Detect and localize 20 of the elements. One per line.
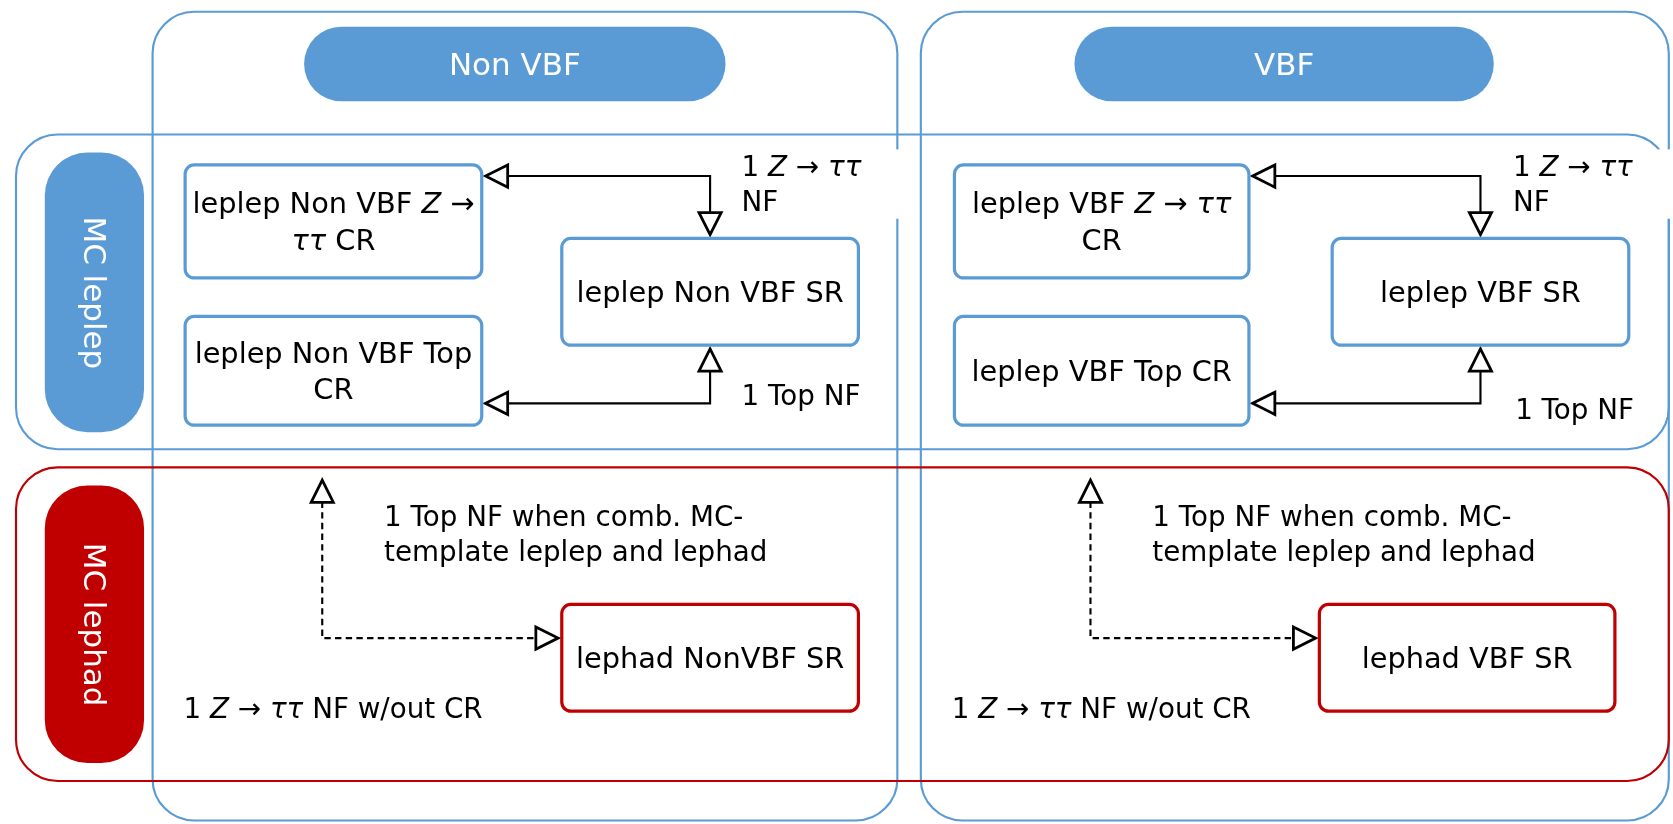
region-box: leplep VBF SR xyxy=(1330,236,1631,347)
region-box: leplep Non VBF SR xyxy=(560,236,860,347)
region-box: lephad NonVBF SR xyxy=(560,602,860,713)
region-box: lephad VBF SR xyxy=(1317,602,1617,713)
region-box: leplep Non VBF Z → ττ CR xyxy=(183,163,484,280)
edge-label: 1 Z → ττ NF xyxy=(1513,149,1673,219)
arrow xyxy=(484,347,723,416)
category-pill: VBF xyxy=(1074,26,1494,102)
edge-label: 1 Z → ττ NF xyxy=(741,149,902,219)
arrow xyxy=(1078,478,1317,651)
arrow xyxy=(1251,347,1493,416)
arrow xyxy=(1251,163,1493,237)
arrow xyxy=(484,163,723,237)
arrow xyxy=(309,478,560,651)
region-box: leplep VBF Top CR xyxy=(952,314,1251,427)
region-box: leplep Non VBF Top CR xyxy=(183,314,484,427)
category-pill: Non VBF xyxy=(304,26,726,102)
category-pill: MC leplep xyxy=(44,152,145,433)
category-pill: MC lephad xyxy=(44,485,145,763)
region-box: leplep VBF Z → ττ CR xyxy=(952,163,1251,280)
